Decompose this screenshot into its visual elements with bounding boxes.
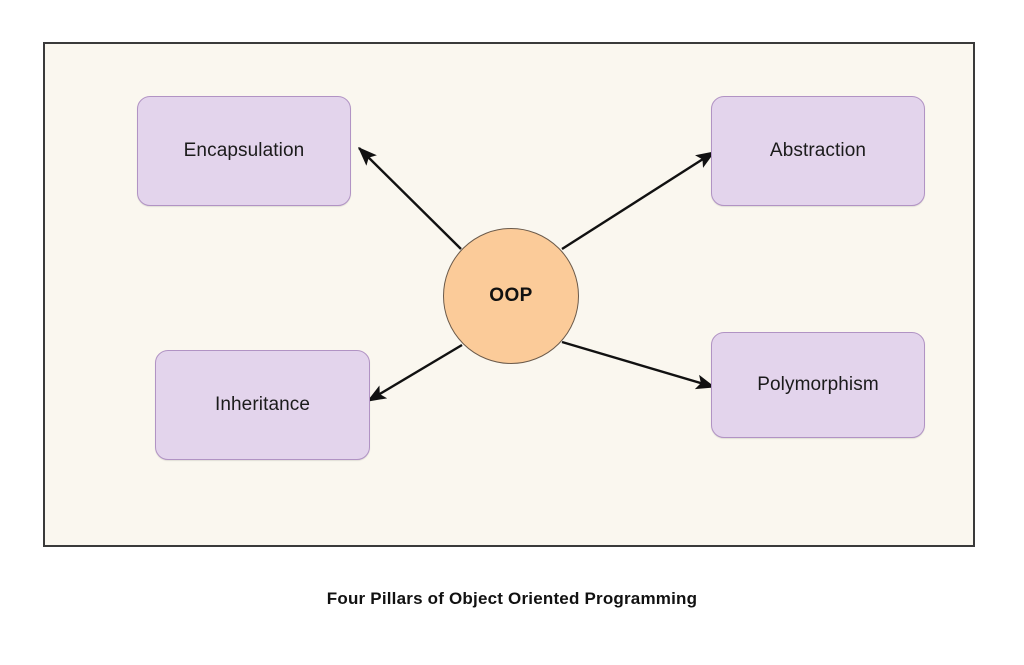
node-oop-center[interactable]: OOP <box>443 228 579 364</box>
node-polymorphism[interactable]: Polymorphism <box>711 332 925 438</box>
node-encapsulation-label: Encapsulation <box>183 140 305 161</box>
node-inheritance-label: Inheritance <box>214 394 311 415</box>
node-polymorphism-label: Polymorphism <box>757 374 879 395</box>
node-abstraction-label: Abstraction <box>769 140 867 161</box>
node-inheritance[interactable]: Inheritance <box>155 350 370 460</box>
node-abstraction[interactable]: Abstraction <box>711 96 925 206</box>
diagram-caption: Four Pillars of Object Oriented Programm… <box>326 589 698 608</box>
node-encapsulation[interactable]: Encapsulation <box>137 96 351 206</box>
node-oop-label: OOP <box>489 285 533 306</box>
